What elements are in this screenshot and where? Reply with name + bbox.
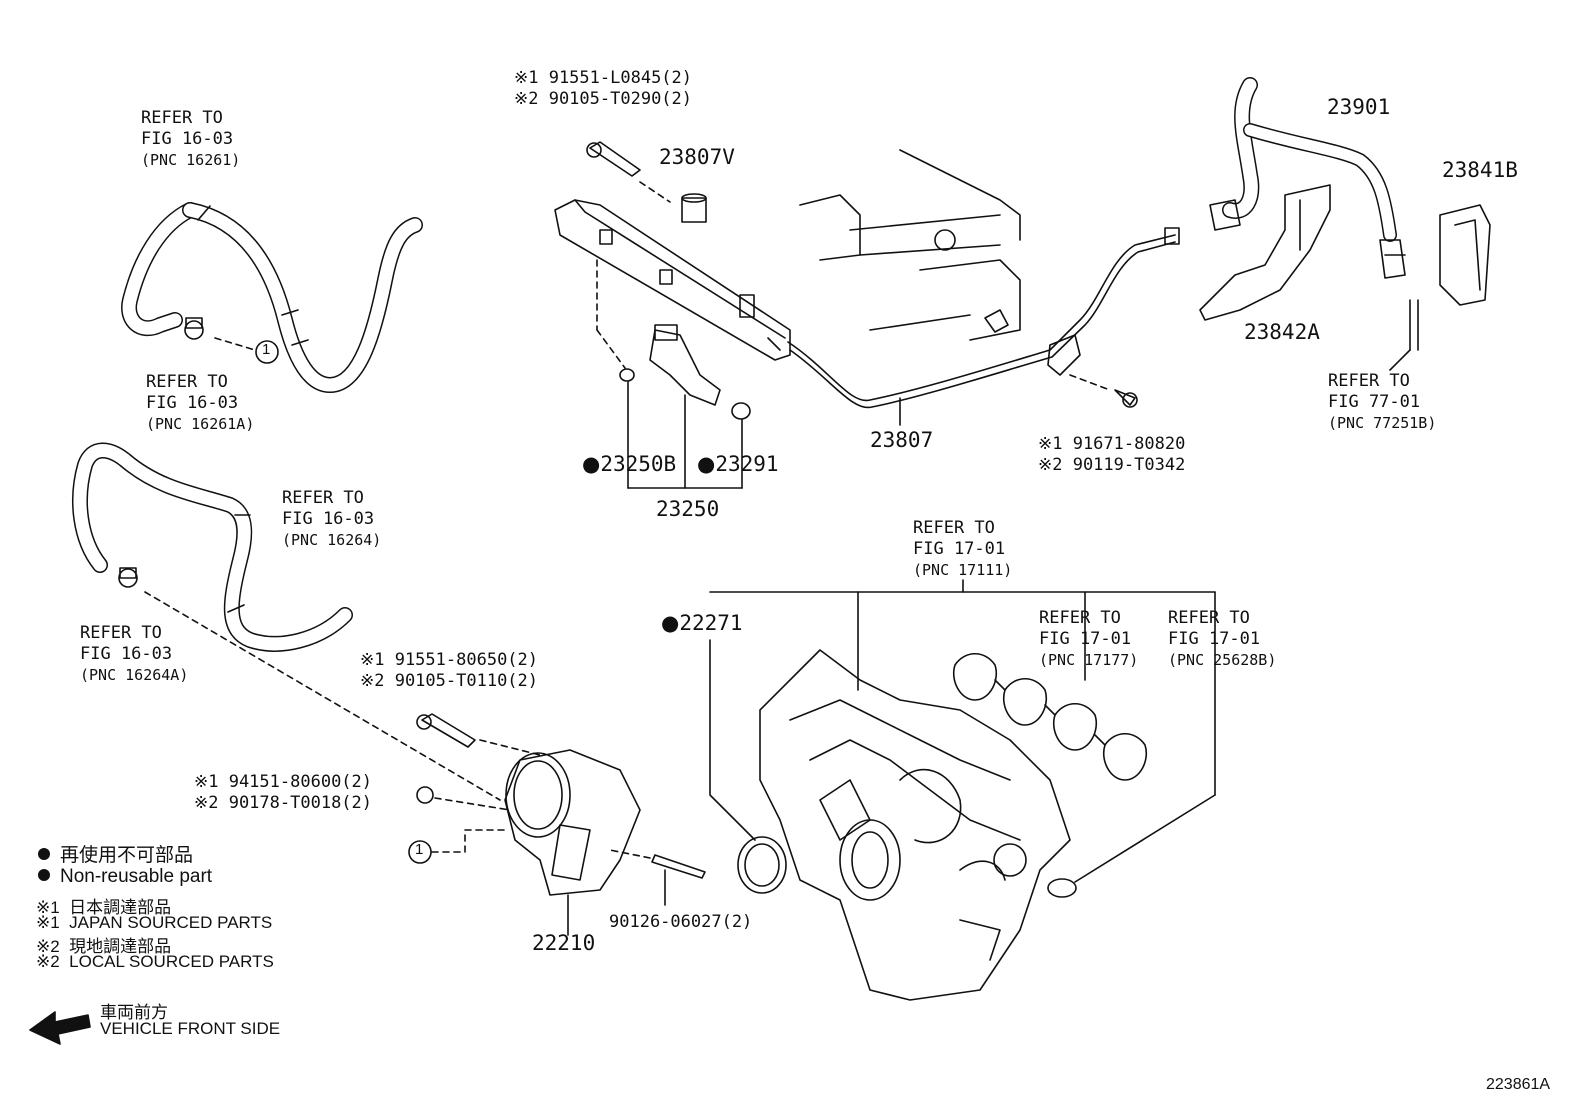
part-23807v: 23807V	[659, 145, 735, 169]
part-23250b: ●23250B	[582, 452, 677, 476]
gasket-17177	[953, 652, 1147, 781]
bullet-icon	[38, 868, 50, 881]
part-23807: 23807	[870, 428, 934, 452]
injector	[596, 259, 751, 489]
callout-label-1b: 1	[415, 841, 424, 858]
fuel-rail	[554, 141, 791, 361]
direction-en: VEHICLE FRONT SIDE	[100, 1019, 281, 1038]
hose-16261	[121, 202, 423, 393]
part-23901: 23901	[1327, 95, 1391, 119]
bracket-23841b	[1389, 204, 1491, 371]
fuel-pipe	[787, 227, 1180, 426]
bullet-icon	[38, 847, 50, 860]
fastener-throttle-nut: ※1 94151-80600(2)※2 90178-T0018(2)	[194, 772, 373, 813]
bracket-23842a	[1199, 184, 1331, 321]
callout-label-1a: 1	[262, 341, 271, 358]
part-23841b: 23841B	[1442, 158, 1518, 182]
part-90126: 90126-06027(2)	[609, 912, 753, 932]
legend-nonreusable-jp: 再使用不可部品	[38, 840, 193, 867]
gasket-22271-inner	[744, 843, 780, 887]
callout-circle-1b	[408, 840, 432, 864]
vehicle-front-arrow	[29, 1011, 91, 1045]
legend-local-sourced-en: ※2 LOCAL SOURCED PARTS	[36, 952, 274, 971]
fastener-throttle-bolt: ※1 91551-80650(2)※2 90105-T0110(2)	[360, 650, 539, 691]
gasket-25628b	[1047, 878, 1077, 898]
legend-jp-sourced-en: ※1 JAPAN SOURCED PARTS	[36, 913, 273, 932]
part-23842a: 23842A	[1244, 320, 1320, 344]
throttle-body	[416, 713, 706, 936]
diagram-id: 223861A	[1486, 1076, 1551, 1093]
part-23291: ●23291	[697, 452, 779, 476]
hose-16264	[72, 442, 501, 801]
legend-nonreusable-en: Non-reusable part	[38, 866, 212, 888]
direction-jp: 車両前方	[100, 1003, 168, 1022]
legend-local-sourced-jp: ※2 現地調達部品	[36, 937, 172, 956]
legend-jp-sourced-jp: ※1 日本調達部品	[36, 898, 172, 917]
fastener-rail-bolt: ※1 91551-L0845(2)※2 90105-T0290(2)	[514, 68, 693, 109]
callout-circle-1a	[255, 340, 279, 364]
part-22210: 22210	[532, 931, 596, 955]
fastener-pipe-bolt: ※1 91671-80820※2 90119-T0342	[1038, 434, 1186, 475]
manifold-leaders	[709, 579, 1216, 883]
intake-manifold	[759, 649, 1071, 1001]
gasket-22271	[737, 836, 787, 894]
hose-23901	[1209, 77, 1406, 279]
part-23250: 23250	[656, 497, 720, 521]
part-22271: ●22271	[661, 611, 743, 635]
engine-block	[799, 149, 1021, 341]
